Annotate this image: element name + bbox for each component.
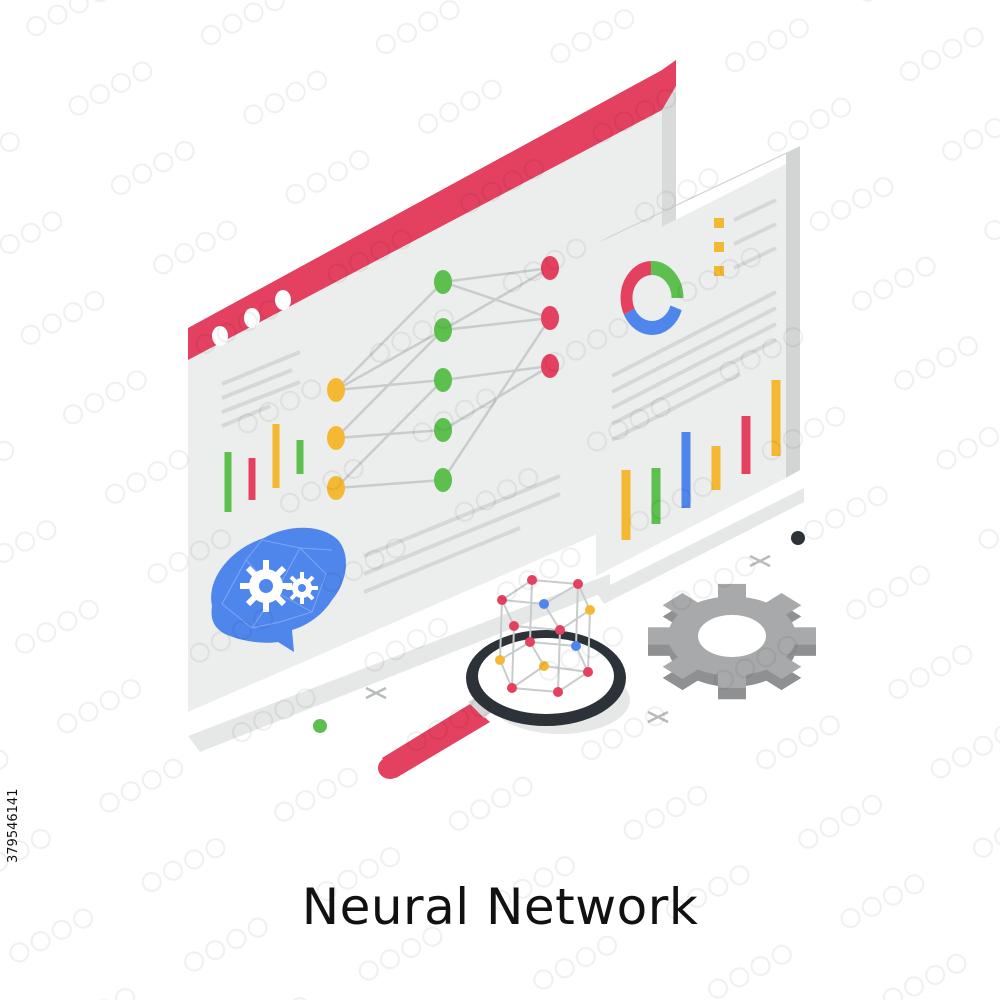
output-node — [541, 256, 559, 280]
output-node — [541, 306, 559, 330]
hidden-node — [434, 368, 452, 392]
magnifier-lens — [478, 638, 614, 714]
output-node — [541, 354, 559, 378]
cross-decoration — [749, 554, 771, 568]
hidden-node — [434, 418, 452, 442]
cross-decoration — [365, 686, 387, 700]
stock-id-label: 379546141 — [6, 788, 21, 864]
illustration-caption: Neural Network — [301, 878, 699, 936]
cross-decoration — [647, 710, 669, 724]
hidden-node — [434, 270, 452, 294]
input-node — [327, 426, 345, 450]
dot-decoration — [313, 719, 327, 733]
hidden-node — [434, 318, 452, 342]
panel-side — [786, 146, 800, 478]
dot-decoration — [791, 531, 805, 545]
hidden-node — [434, 468, 452, 492]
input-node — [327, 476, 345, 500]
input-node — [327, 378, 345, 402]
gear-icon — [648, 583, 816, 700]
